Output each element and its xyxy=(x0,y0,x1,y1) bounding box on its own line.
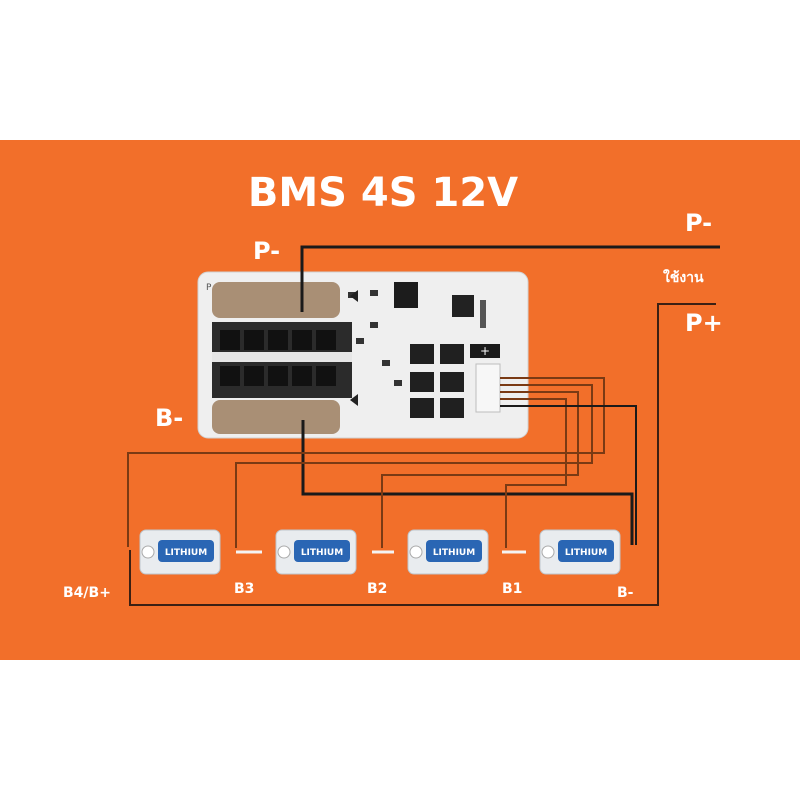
balance-wire-b1 xyxy=(500,398,567,548)
b-minus-left-label: B- xyxy=(155,404,183,432)
balance-wire-b4 xyxy=(127,377,605,547)
p-plus-wire xyxy=(129,303,716,606)
battery-label: LITHIUM xyxy=(565,548,607,558)
usage-label: ใช้งาน xyxy=(663,268,704,286)
balance-resistors xyxy=(410,344,464,418)
mosfet-array xyxy=(212,322,352,398)
plus-marker: + xyxy=(480,344,490,358)
balance-wire-b-minus xyxy=(500,405,637,545)
arrow-icon xyxy=(350,290,358,302)
diagram-title: BMS 4S 12V xyxy=(248,170,518,216)
b4-label: B4/B+ xyxy=(63,585,111,601)
balance-connector xyxy=(475,363,501,413)
battery-label: LITHIUM xyxy=(433,548,475,558)
b-minus-tap-label: B- xyxy=(617,585,634,601)
p-minus-top-label: P- xyxy=(253,237,280,265)
battery-cell-3: LITHIUM xyxy=(407,529,489,575)
battery-cell-4: LITHIUM xyxy=(539,529,621,575)
battery-label: LITHIUM xyxy=(301,548,343,558)
battery-cell-1: LITHIUM xyxy=(139,529,221,575)
b1-label: B1 xyxy=(502,581,522,597)
arrow-icon-lower xyxy=(350,394,358,406)
battery-cell-2: LITHIUM xyxy=(275,529,357,575)
p-marker: P xyxy=(206,283,212,293)
protection-chip xyxy=(452,295,474,317)
b-minus-pad xyxy=(212,400,340,434)
b-minus-wire xyxy=(301,420,634,545)
p-plus-label: P+ xyxy=(685,309,723,337)
p-minus-pad xyxy=(212,282,340,318)
balance-wire-b2 xyxy=(381,391,579,548)
balance-wire-b3 xyxy=(235,384,593,548)
battery-label: LITHIUM xyxy=(165,548,207,558)
b2-label: B2 xyxy=(367,581,387,597)
balance-wires xyxy=(127,377,637,548)
p-minus-wire xyxy=(300,245,720,312)
control-ic xyxy=(394,282,418,308)
b3-label: B3 xyxy=(234,581,254,597)
bms-board: + P xyxy=(197,271,529,439)
p-minus-right-label: P- xyxy=(685,209,712,237)
power-wires xyxy=(300,245,720,545)
